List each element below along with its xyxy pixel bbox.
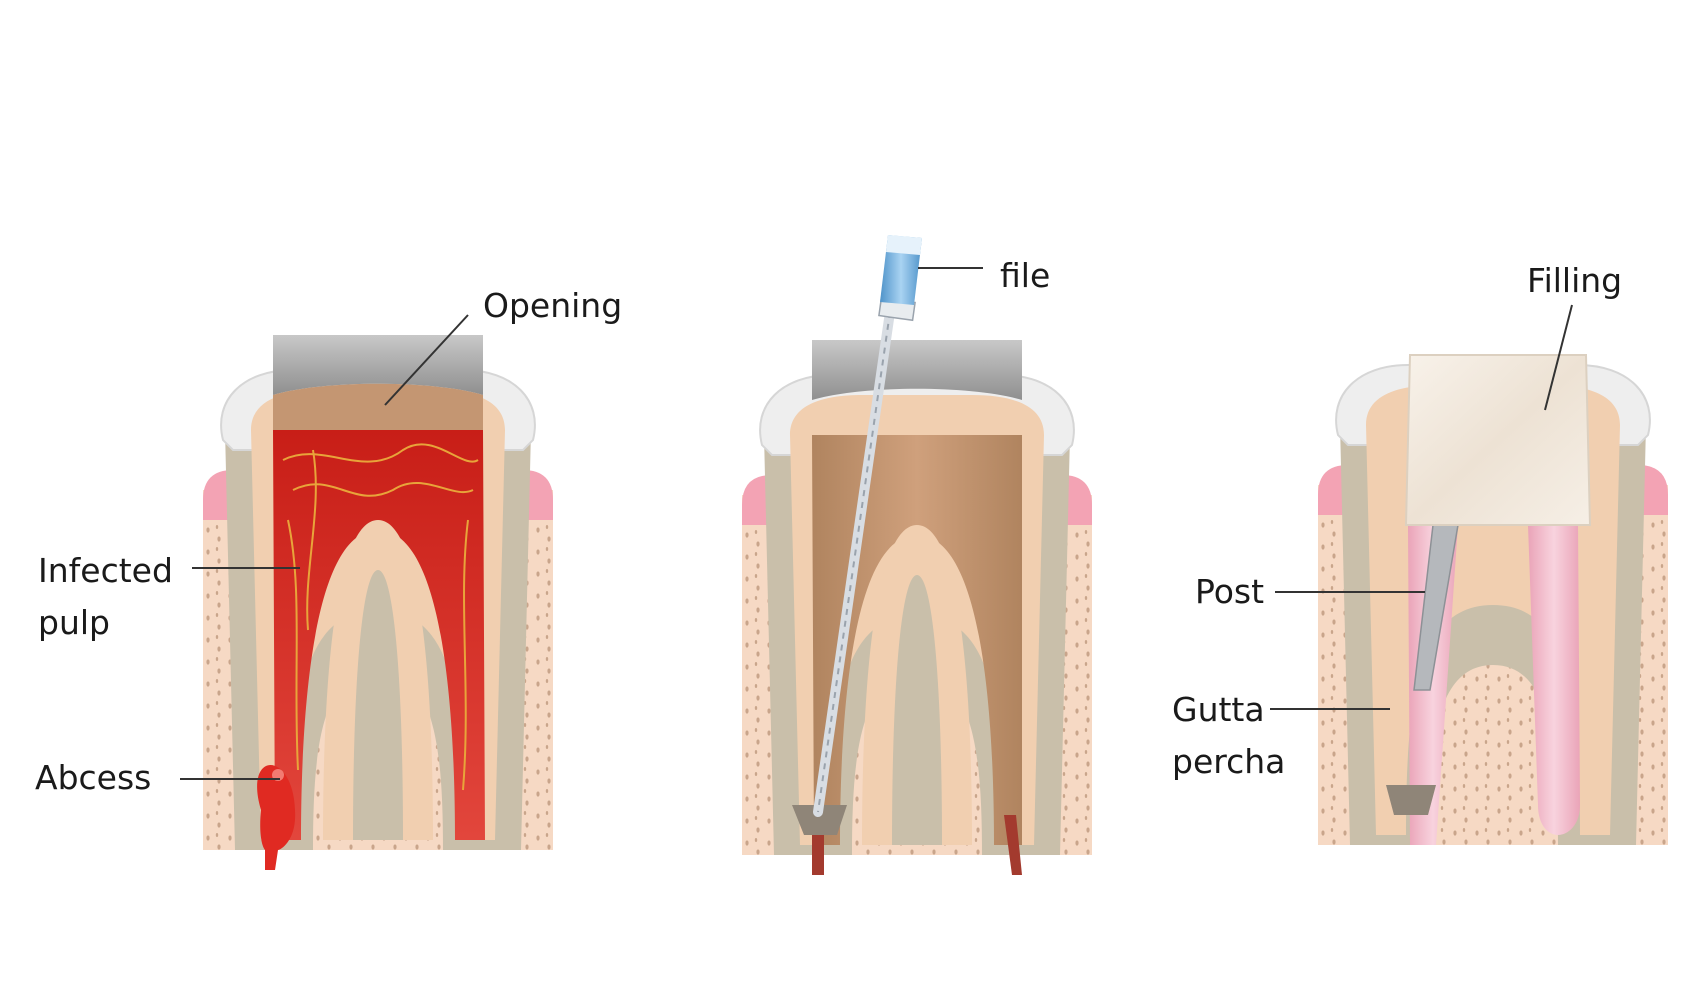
filling xyxy=(1404,354,1592,526)
gutta-percha-left xyxy=(1408,525,1458,845)
nerve-lines xyxy=(282,443,479,791)
panel-filled-tooth xyxy=(1317,354,1669,846)
panel-infected-tooth xyxy=(202,335,554,870)
endodontic-file xyxy=(813,235,922,817)
label-abscess: Abcess xyxy=(35,758,152,797)
label-gutta-line1: Gutta xyxy=(1172,690,1265,729)
label-post: Post xyxy=(1195,572,1265,611)
gutta-percha-right xyxy=(1528,525,1580,835)
apex-seal xyxy=(792,805,847,835)
opening-crown-metal xyxy=(273,335,483,395)
leader-lines xyxy=(180,267,1573,780)
label-infected-pulp-line2: pulp xyxy=(38,603,110,642)
cleaned-pulp-chamber xyxy=(812,435,1022,845)
label-gutta-line2: percha xyxy=(1172,742,1286,781)
label-gutta-percha: Gutta percha xyxy=(1172,684,1285,788)
label-infected-pulp: Infected pulp xyxy=(38,545,173,649)
label-opening: Opening xyxy=(483,286,623,325)
infected-pulp-region xyxy=(273,430,485,840)
label-filling: Filling xyxy=(1527,261,1623,300)
label-file: file xyxy=(1000,256,1051,295)
panel-cleaning-tooth xyxy=(741,340,1093,875)
label-infected-pulp-line1: Infected xyxy=(38,551,173,590)
